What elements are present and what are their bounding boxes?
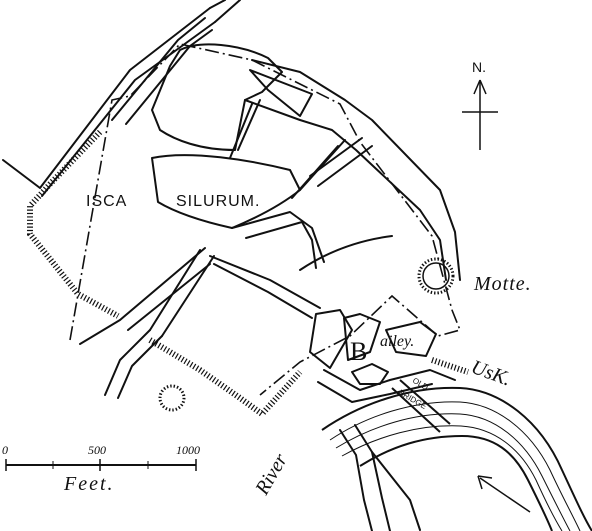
- town-label-isca: ISCA: [86, 193, 127, 210]
- motte-label: Motte.: [473, 273, 532, 295]
- bailey-initial: B: [350, 337, 367, 366]
- mound-icon: [158, 384, 186, 412]
- north-arrow-icon: [462, 79, 498, 150]
- scale-tick-1000: 1000: [176, 443, 200, 457]
- town-label-silurum: SILURUM.: [176, 193, 260, 210]
- river-flow-arrow-icon: [477, 475, 531, 513]
- usk-label: UsK.: [468, 356, 514, 391]
- river-label: River: [251, 450, 292, 500]
- scale-tick-0: 0: [2, 443, 8, 457]
- scale-tick-500: 500: [88, 443, 106, 457]
- river-usk: [321, 379, 592, 531]
- scale-unit: Feet.: [63, 473, 115, 495]
- north-label: N.: [472, 59, 486, 75]
- motte-mound-icon: [417, 257, 455, 295]
- ramparts: [27, 129, 469, 419]
- streets: [2, 0, 461, 531]
- roman-wall: [69, 43, 462, 396]
- bailey-label: ailey.: [380, 333, 414, 350]
- scale-bar: [5, 459, 197, 471]
